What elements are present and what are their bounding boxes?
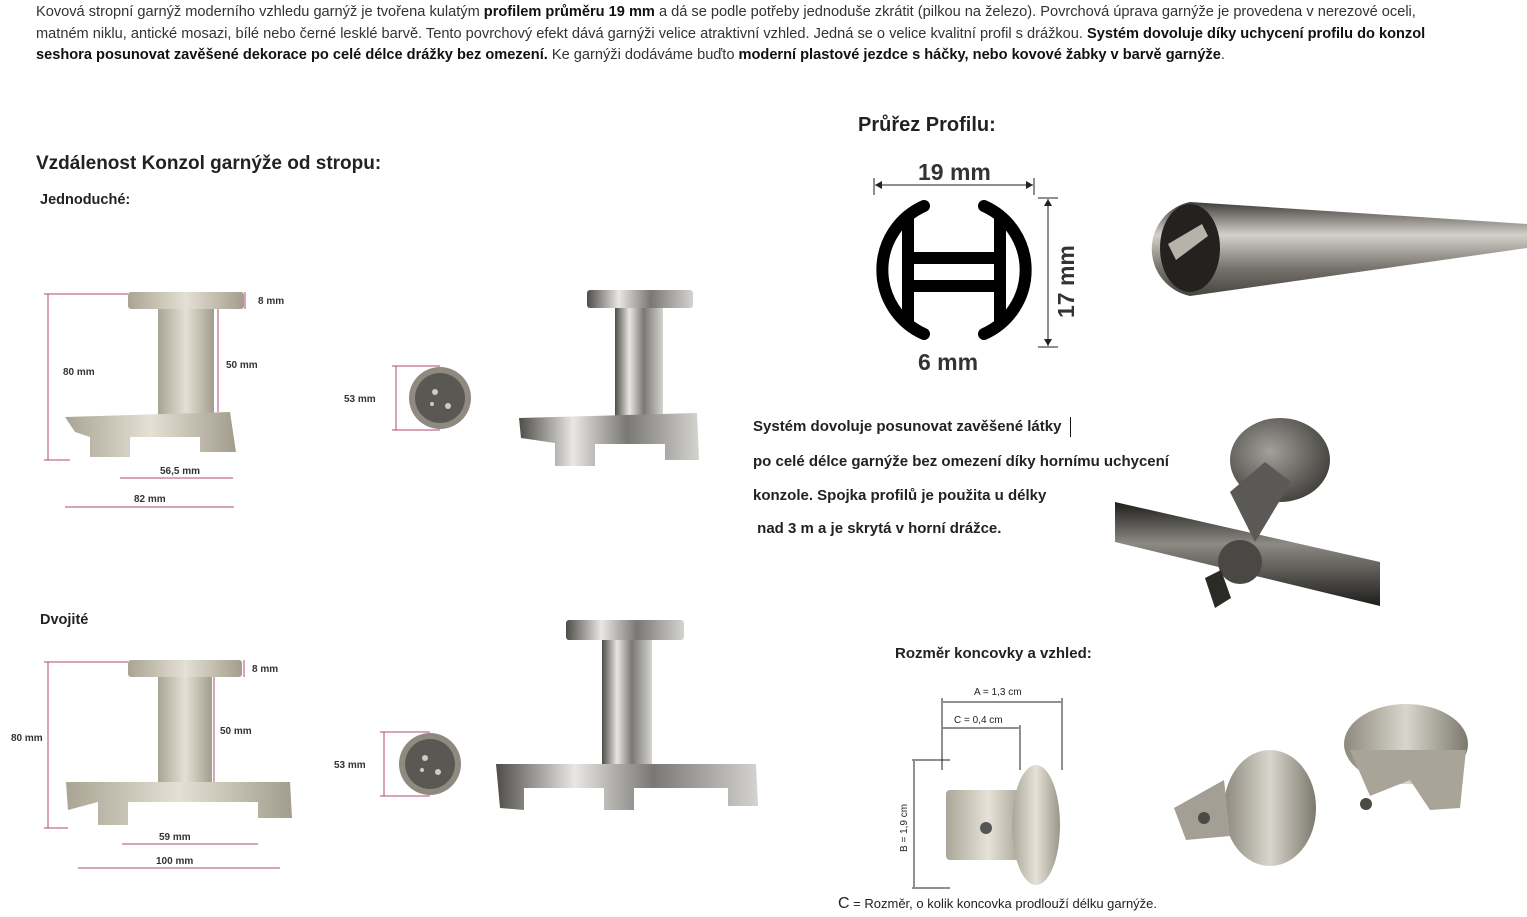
double-plate-diameter: 53 mm: [334, 760, 366, 771]
single-total-width: 82 mm: [134, 494, 166, 505]
double-stem-height: 50 mm: [220, 726, 252, 737]
double-total-height: 80 mm: [11, 733, 43, 744]
profile-title: Průřez Profilu:: [858, 114, 996, 136]
profile-cross-section: 19 mm 17 mm 6 mm: [873, 159, 1079, 375]
bracket-stem: [158, 309, 214, 415]
single-inner-width: 56,5 mm: [160, 466, 200, 477]
system-text-line-2: po celé délce garnýže bez omezení díky h…: [753, 453, 1169, 470]
endcap-photo: [1174, 704, 1468, 866]
intro-part: .: [1220, 47, 1225, 63]
system-text-line-1: Systém dovoluje posunovat zavěšené látky: [753, 418, 1062, 435]
profile-width: 19 mm: [918, 159, 991, 185]
single-plate-diameter: 53 mm: [344, 394, 376, 405]
endcap-title: Rozměr koncovky a vzhled:: [895, 645, 1092, 662]
single-total-height: 80 mm: [63, 367, 95, 378]
intro-part: moderní plastové jezdce s háčky, nebo ko…: [738, 47, 1221, 63]
double-total-width: 100 mm: [156, 856, 193, 867]
system-text-line-3: konzole. Spojka profilů je použita u dél…: [753, 487, 1047, 504]
double-top-height: 8 mm: [252, 664, 278, 675]
endcap-dim-b: B = 1,9 cm: [899, 804, 910, 852]
profile-rail-photo: [1151, 202, 1527, 296]
single-top-height: 8 mm: [258, 296, 284, 307]
intro-paragraph: Kovová stropní garnýž moderního vzhledu …: [36, 2, 1456, 67]
single-bracket-photo: [519, 290, 699, 466]
endcap-note: C = Rozměr, o kolik koncovka prodlouží d…: [838, 895, 1157, 913]
single-plate-diagram: 53 mm: [344, 365, 471, 431]
rail-bracket-photo: [1115, 418, 1380, 608]
double-bracket-photo: [496, 620, 758, 810]
intro-part: profilem průměru 19 mm: [483, 4, 655, 20]
intro-part: Systém dovoluje díky uchycení profilu do…: [36, 25, 1426, 64]
endcap-dim-a: A = 1,3 cm: [974, 687, 1022, 698]
endcap-note-letter: C: [838, 895, 850, 912]
endcap-diagram: A = 1,3 cm C = 0,4 cm B = 1,9 cm: [899, 687, 1063, 889]
intro-part: Kovová stropní garnýž moderního vzhledu …: [36, 4, 484, 20]
endcap-note-text: = Rozměr, o kolik koncovka prodlouží dél…: [849, 896, 1158, 911]
text-cursor: [1070, 417, 1071, 437]
profile-height: 17 mm: [1053, 245, 1079, 318]
double-bracket-diagram: 80 mm 8 mm 50 mm 59 mm 100 mm: [11, 660, 292, 869]
single-stem-height: 50 mm: [226, 360, 258, 371]
double-bracket-label: Dvojité: [40, 612, 89, 628]
bracket-top-plate: [128, 292, 244, 309]
intro-part: a dá se podle potřeby jednoduše zkrátit …: [36, 4, 1416, 42]
brackets-title: Vzdálenost Konzol garnýže od stropu:: [36, 153, 382, 174]
single-bracket-diagram: 80 mm 8 mm 50 mm 56,5 mm 82 mm: [44, 292, 284, 508]
profile-gap: 6 mm: [918, 349, 978, 375]
double-plate-diagram: 53 mm: [334, 731, 461, 797]
intro-part: Ke garnýži dodáváme buďto: [547, 47, 739, 63]
single-bracket-label: Jednoduché:: [40, 192, 131, 208]
system-text-line-4: nad 3 m a je skrytá v horní drážce.: [753, 520, 1002, 537]
bracket-holder: [65, 412, 236, 457]
double-inner-width: 59 mm: [159, 832, 191, 843]
endcap-dim-c: C = 0,4 cm: [954, 715, 1003, 726]
